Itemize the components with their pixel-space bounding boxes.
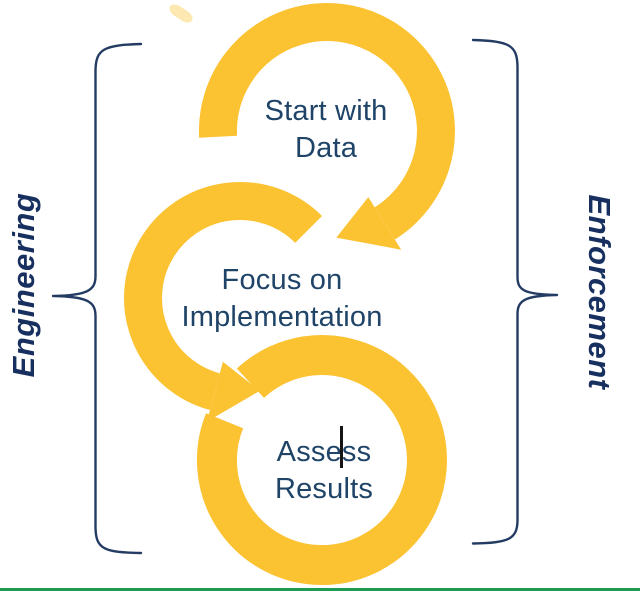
step-line: Start with [264,95,388,127]
step-line: Focus on [221,264,343,296]
right-brace-shape[interactable] [471,38,559,545]
step-line: Results [274,473,374,505]
step-label-focus-implementation[interactable]: Focus on Implementation [181,262,382,336]
step-label-start-with-data[interactable]: Start with Data [265,93,388,167]
step-label-assess-results[interactable]: Assess Results [275,434,373,508]
step-line: Assess [276,436,372,468]
side-label-enforcement[interactable]: Enforcement [582,194,617,390]
text-cursor-caret [340,426,343,468]
cycle-arrow-focus-implementation[interactable] [124,182,323,422]
step-line: Data [294,132,358,164]
left-brace-shape[interactable] [51,42,143,555]
bottom-divider-line [0,588,640,591]
side-label-engineering[interactable]: Engineering [6,192,41,378]
cycle-arrow-start-with-data[interactable] [198,3,455,250]
cycle-arrow-assess-results[interactable] [196,335,447,586]
step-line: Implementation [181,301,383,333]
